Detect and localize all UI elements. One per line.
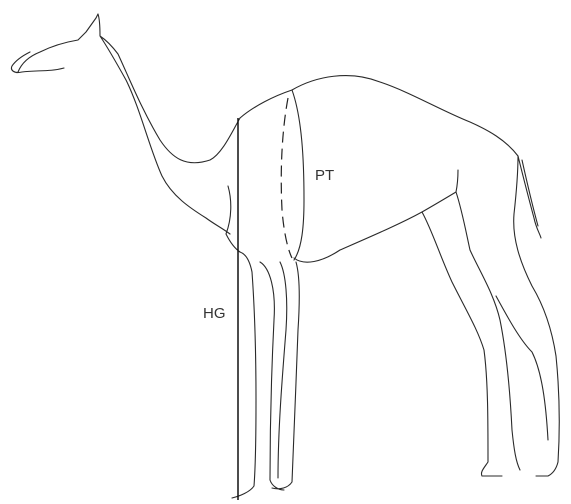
pt-measurement-solid-arc (292, 90, 304, 260)
camel-belly-outline (226, 170, 458, 262)
camel-front-legs (232, 252, 299, 498)
pt-label: PT (315, 168, 334, 183)
camel-head-outline (11, 14, 240, 234)
hg-label: HG (203, 306, 226, 321)
camel-back-outline (240, 76, 518, 156)
camel-hind-legs (422, 156, 559, 476)
camel-tail (518, 156, 541, 238)
pt-measurement-dashed-arc (281, 98, 292, 258)
